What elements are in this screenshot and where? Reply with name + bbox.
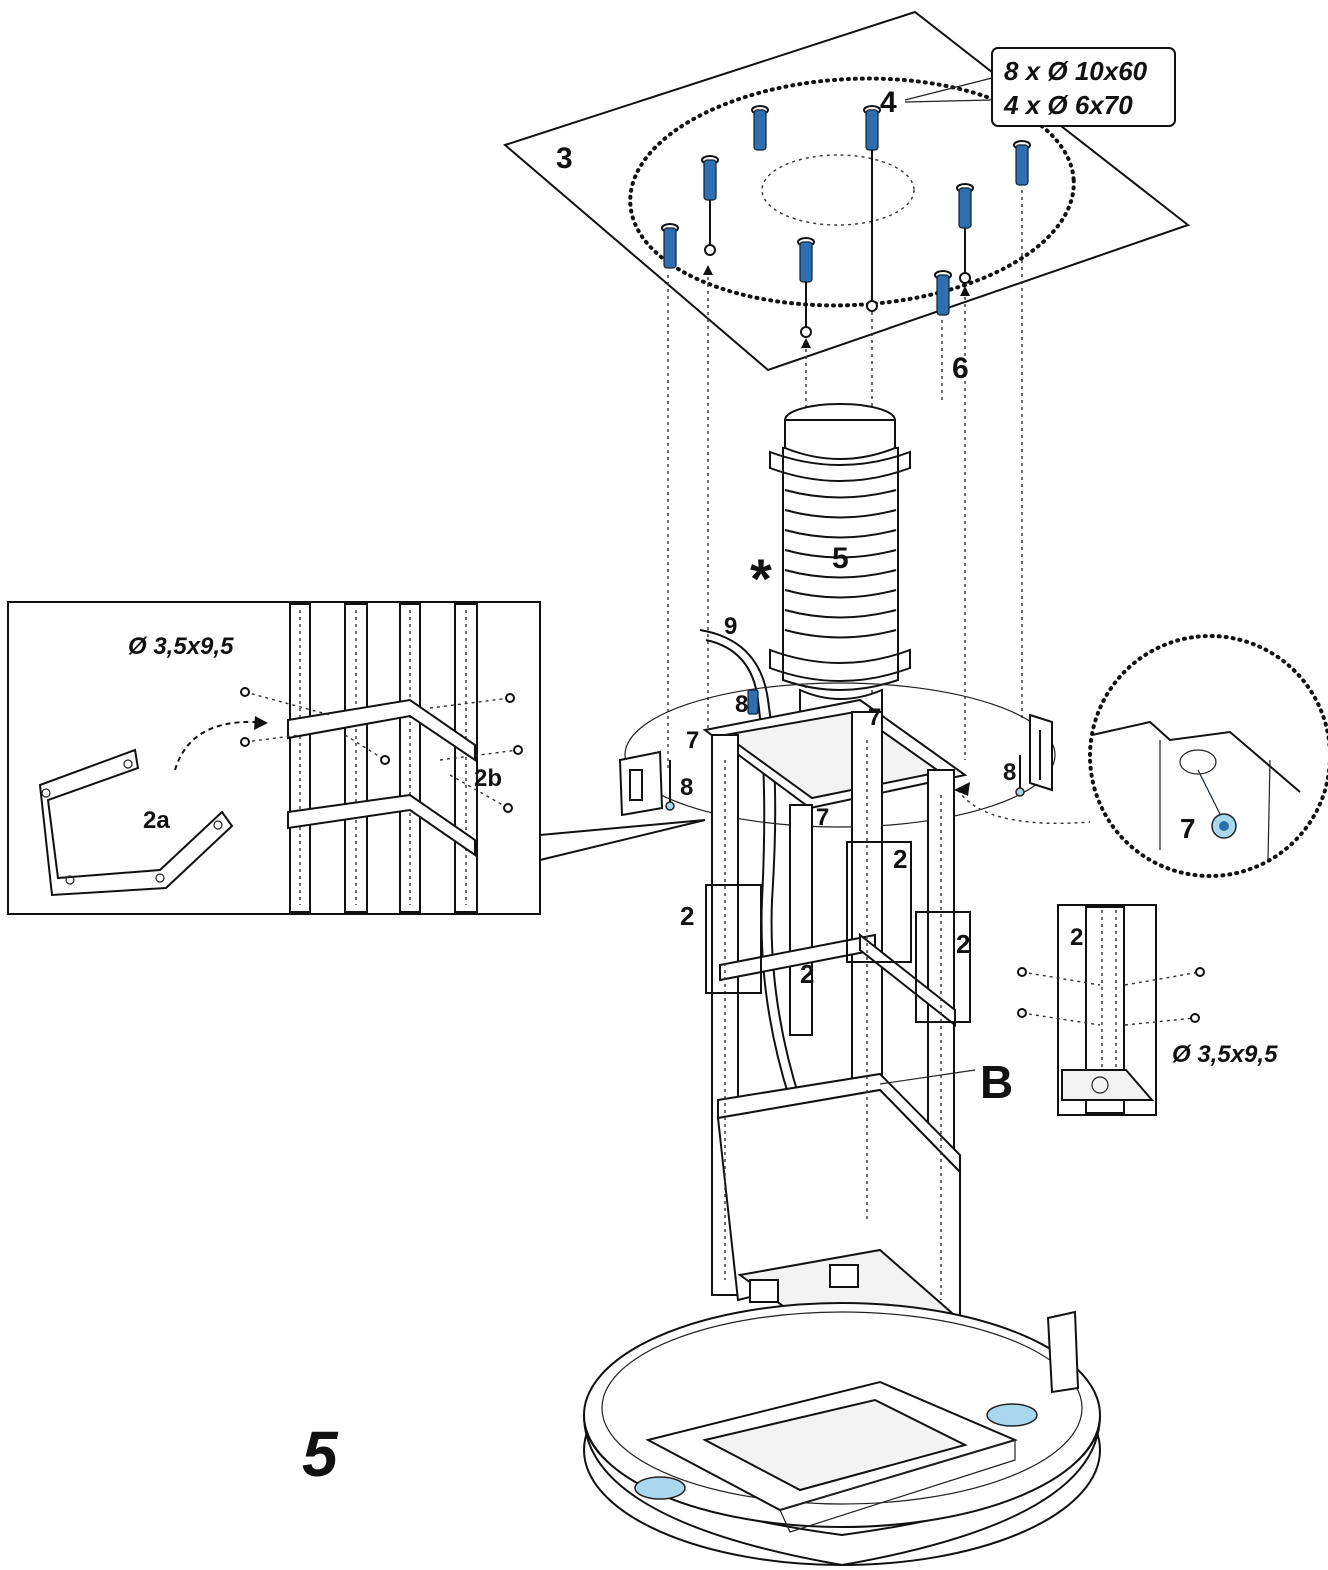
label-bolt-left: 8 (680, 774, 693, 801)
label-screw-mid: 7 (816, 804, 829, 831)
label-bracket-2a: 2a (143, 807, 170, 834)
bracket-detail-box (1017, 904, 1205, 1116)
plug-spec-callout: 8 x Ø 10x60 4 x Ø 6x70 (904, 47, 1176, 127)
label-ceiling: 3 (556, 142, 573, 175)
label-bracket-center: 2 (893, 844, 907, 874)
label-bracket-detail: 2 (1070, 924, 1083, 951)
hood-canopy (583, 1302, 1101, 1567)
side-brackets (618, 713, 1053, 817)
label-bolt-top: 8 (735, 691, 748, 718)
label-bracket-cross: 2 (800, 959, 814, 989)
label-plugs: 4 (880, 86, 897, 119)
plug-spec-line-1: 8 x Ø 10x60 (1004, 56, 1148, 86)
point-b-leader (879, 1069, 976, 1085)
label-screw-left: 7 (686, 727, 699, 754)
inset-screw-spec: Ø 3,5x9,5 (128, 633, 234, 660)
label-hook: 6 (952, 352, 969, 385)
label-bracket-right: 2 (956, 929, 970, 959)
power-cable-edge (705, 639, 791, 1101)
bolts (665, 689, 1025, 811)
light-right (986, 1403, 1038, 1427)
label-bracket-2b: 2b (474, 765, 502, 792)
inset-bracket-assembly (7, 601, 706, 915)
screw-detail-circle (954, 634, 1328, 878)
label-asterisk: * (750, 547, 772, 610)
label-bracket-left: 2 (680, 901, 694, 931)
label-point-b: B (980, 1056, 1013, 1108)
wall-plugs (661, 105, 1031, 348)
label-bolt-right: 8 (1003, 759, 1016, 786)
bracket-callouts (705, 841, 971, 1023)
label-screw-top: 7 (868, 704, 881, 731)
alignment-lines (667, 190, 1023, 920)
label-cable: 9 (724, 613, 737, 640)
plug-spec-line-2: 4 x Ø 6x70 (1003, 90, 1133, 120)
power-cable (699, 629, 801, 1101)
label-hose: 5 (832, 542, 849, 575)
detail-screw-spec: Ø 3,5x9,5 (1172, 1041, 1278, 1068)
light-left (634, 1476, 686, 1500)
label-screw-detail: 7 (1180, 813, 1196, 844)
step-number: 5 (302, 1418, 339, 1490)
